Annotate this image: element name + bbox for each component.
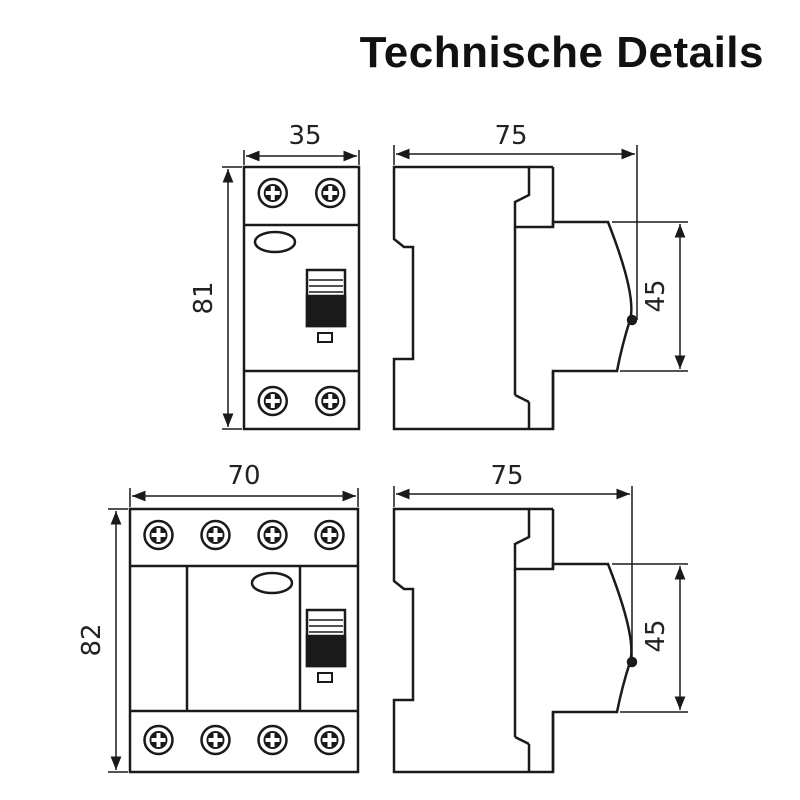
dimension-front-height-four-pole: [612, 563, 688, 713]
two-pole-front-view: [242, 165, 361, 431]
screw-terminal-row-bottom: [257, 385, 346, 417]
dimension-width-two-pole: [243, 150, 360, 165]
screw-terminal-icon: [314, 724, 345, 756]
screw-terminal-row-bottom: [143, 724, 345, 756]
dimension-label-45: 45: [641, 279, 671, 312]
latch-dot-icon: [626, 314, 638, 326]
dimension-label-81: 81: [189, 281, 219, 314]
test-button-icon: [250, 571, 294, 595]
screw-terminal-icon: [200, 724, 231, 756]
dimension-depth-four-pole: [393, 486, 633, 660]
screw-terminal-icon: [257, 177, 288, 209]
two-pole-side-view: [392, 165, 638, 431]
screw-terminal-icon: [315, 385, 346, 417]
screw-terminal-row-top: [257, 177, 346, 209]
dimension-depth-two-pole: [393, 145, 638, 320]
dimension-label-45: 45: [641, 619, 671, 652]
two-pole-body: [242, 165, 361, 431]
dimension-height-four-pole: [108, 508, 128, 773]
toggle-lever-icon: [305, 268, 347, 343]
screw-terminal-icon: [314, 519, 345, 551]
screw-terminal-row-top: [143, 519, 345, 551]
screw-terminal-icon: [200, 519, 231, 551]
dimension-height-two-pole: [222, 166, 242, 430]
screw-terminal-icon: [257, 519, 288, 551]
dimension-label-75: 75: [494, 121, 527, 151]
screw-terminal-icon: [257, 385, 288, 417]
dimension-label-35: 35: [288, 121, 321, 151]
dimension-front-height-two-pole: [612, 221, 688, 372]
test-button-icon: [253, 230, 297, 254]
screw-terminal-icon: [143, 724, 174, 756]
toggle-lever-icon: [305, 608, 347, 683]
dimension-label-82: 82: [77, 623, 107, 656]
four-pole-body: [128, 507, 360, 774]
page-title: Technische Details: [359, 28, 764, 77]
screw-terminal-icon: [143, 519, 174, 551]
four-pole-side-view: [392, 507, 638, 774]
screw-terminal-icon: [257, 724, 288, 756]
four-pole-front-view: [128, 507, 360, 774]
dimension-width-four-pole: [129, 488, 359, 507]
screw-terminal-icon: [315, 177, 346, 209]
dimension-label-75: 75: [490, 461, 523, 491]
dimension-label-70: 70: [227, 461, 260, 491]
